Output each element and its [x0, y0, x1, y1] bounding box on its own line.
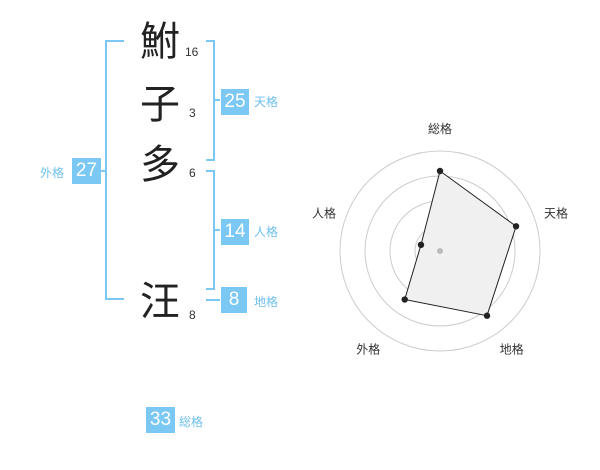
- soukaku-label: 総格: [179, 415, 204, 429]
- name-char-1: 鮒: [140, 19, 180, 65]
- name-char-4: 汪: [140, 279, 180, 325]
- tenkaku-value: 25: [221, 89, 249, 115]
- soukaku-value: 33: [146, 407, 175, 433]
- stroke-count-1: 16: [185, 45, 199, 59]
- radar-polygon: [404, 170, 517, 317]
- radar-axis-label: 外格: [356, 342, 380, 357]
- stroke-count-4: 8: [189, 308, 196, 322]
- radar-point: [483, 312, 491, 319]
- gaikaku-value: 27: [72, 158, 101, 184]
- radar-point: [436, 167, 444, 175]
- radar-point: [512, 223, 520, 230]
- tenkaku-label: 天格: [254, 95, 279, 109]
- radar-axis-label: 人格: [312, 205, 336, 220]
- name-char-2: 子: [140, 82, 180, 128]
- stroke-count-3: 6: [189, 166, 196, 180]
- radar-center-dot: [437, 248, 443, 254]
- jinkaku-label: 人格: [254, 225, 279, 239]
- jinkaku-value: 14: [221, 219, 249, 245]
- radar-axis-label: 天格: [544, 205, 568, 220]
- gaikaku-label: 外格: [40, 166, 65, 180]
- stroke-count-2: 3: [189, 106, 196, 120]
- radar-point: [401, 296, 408, 303]
- chikaku-label: 地格: [254, 295, 279, 309]
- radar-axis-label: 地格: [500, 342, 524, 357]
- chikaku-value: 8: [221, 287, 247, 313]
- radar-axis-label: 総格: [428, 121, 452, 136]
- radar-point: [417, 241, 425, 249]
- radar-ring: [339, 150, 541, 352]
- name-char-3: 多: [140, 142, 180, 188]
